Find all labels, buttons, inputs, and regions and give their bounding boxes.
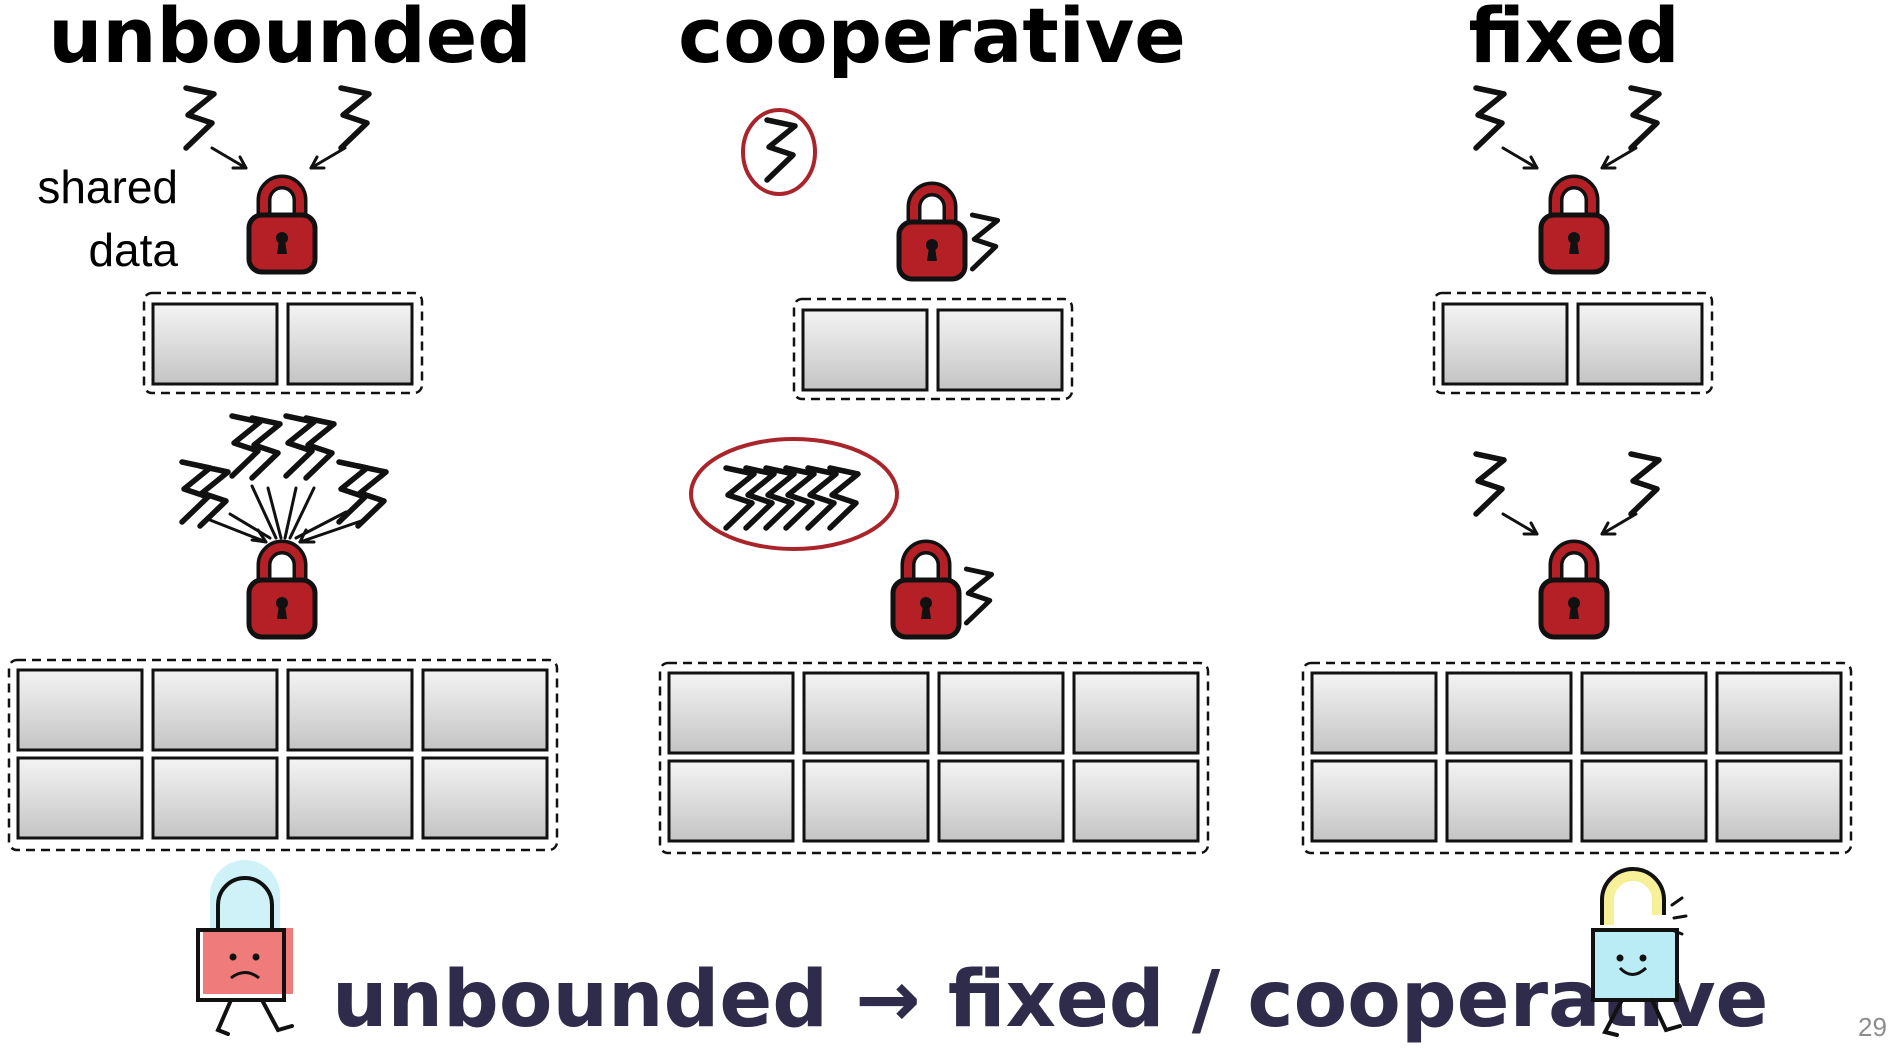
bottom-summary: unbounded → fixed / cooperative <box>332 955 1768 1045</box>
lock-icon <box>893 547 959 637</box>
thread-icon <box>1476 454 1504 514</box>
waiting-thread-circle <box>741 108 817 196</box>
lock-icon <box>249 182 315 272</box>
data-label: data <box>88 224 178 276</box>
happy-lock-character-icon <box>1591 867 1688 1037</box>
column-title-fixed: fixed <box>1468 0 1679 80</box>
data-cell <box>801 308 929 392</box>
data-cell <box>1441 302 1569 386</box>
data-cell <box>151 668 279 752</box>
shared-data-block <box>1301 661 1853 855</box>
thread-icon <box>341 88 369 148</box>
data-cell <box>667 671 795 755</box>
arrow-icon <box>1501 146 1539 170</box>
shared-data-block <box>1432 291 1714 395</box>
shared-data-block <box>792 297 1074 401</box>
data-cell <box>1445 759 1573 843</box>
shared-data-block <box>142 291 424 395</box>
shared-label: shared <box>37 161 178 213</box>
data-cell <box>1715 759 1843 843</box>
arrow-icon <box>309 146 347 170</box>
arrow-icon <box>1600 512 1638 536</box>
arrow-icon <box>1600 146 1638 170</box>
data-cell <box>421 756 549 840</box>
lock-icon <box>899 189 965 279</box>
data-cell <box>1310 671 1438 755</box>
thread-icon <box>767 120 795 180</box>
data-cell <box>667 759 795 843</box>
thread-icon <box>1631 454 1659 514</box>
data-cell <box>1072 759 1200 843</box>
data-cell <box>16 668 144 752</box>
data-cell <box>802 671 930 755</box>
data-cell <box>937 759 1065 843</box>
data-cell <box>1715 671 1843 755</box>
shared-data-block <box>7 658 559 852</box>
data-cell <box>286 756 414 840</box>
lock-icon <box>1541 547 1607 637</box>
data-cell <box>802 759 930 843</box>
shared-data-block <box>658 661 1210 855</box>
thread-icon <box>1631 88 1659 148</box>
page-number: 29 <box>1858 1012 1887 1042</box>
arrow-icon <box>208 484 366 544</box>
data-cell <box>1580 671 1708 755</box>
lock-icon <box>1541 182 1607 272</box>
thread-icon <box>186 88 214 148</box>
data-cell <box>1576 302 1704 386</box>
data-cell <box>936 308 1064 392</box>
lock-icon <box>249 547 315 637</box>
thread-icon <box>966 569 991 623</box>
sad-lock-character-icon <box>196 860 294 1036</box>
data-cell <box>937 671 1065 755</box>
data-cell <box>1445 671 1573 755</box>
data-cell <box>151 302 279 386</box>
arrow-icon <box>1501 512 1539 536</box>
arrow-icon <box>210 146 248 170</box>
data-cell <box>1580 759 1708 843</box>
column-title-unbounded: unbounded <box>48 0 531 80</box>
thread-icon <box>972 215 997 269</box>
data-cell <box>421 668 549 752</box>
data-cell <box>286 668 414 752</box>
data-cell <box>1310 759 1438 843</box>
thread-icon <box>1476 88 1504 148</box>
thread-crowd <box>182 416 386 526</box>
data-cell <box>1072 671 1200 755</box>
data-cell <box>151 756 279 840</box>
waiting-threads-circle <box>689 437 899 551</box>
data-cell <box>16 756 144 840</box>
column-title-cooperative: cooperative <box>678 0 1186 80</box>
data-cell <box>286 302 414 386</box>
